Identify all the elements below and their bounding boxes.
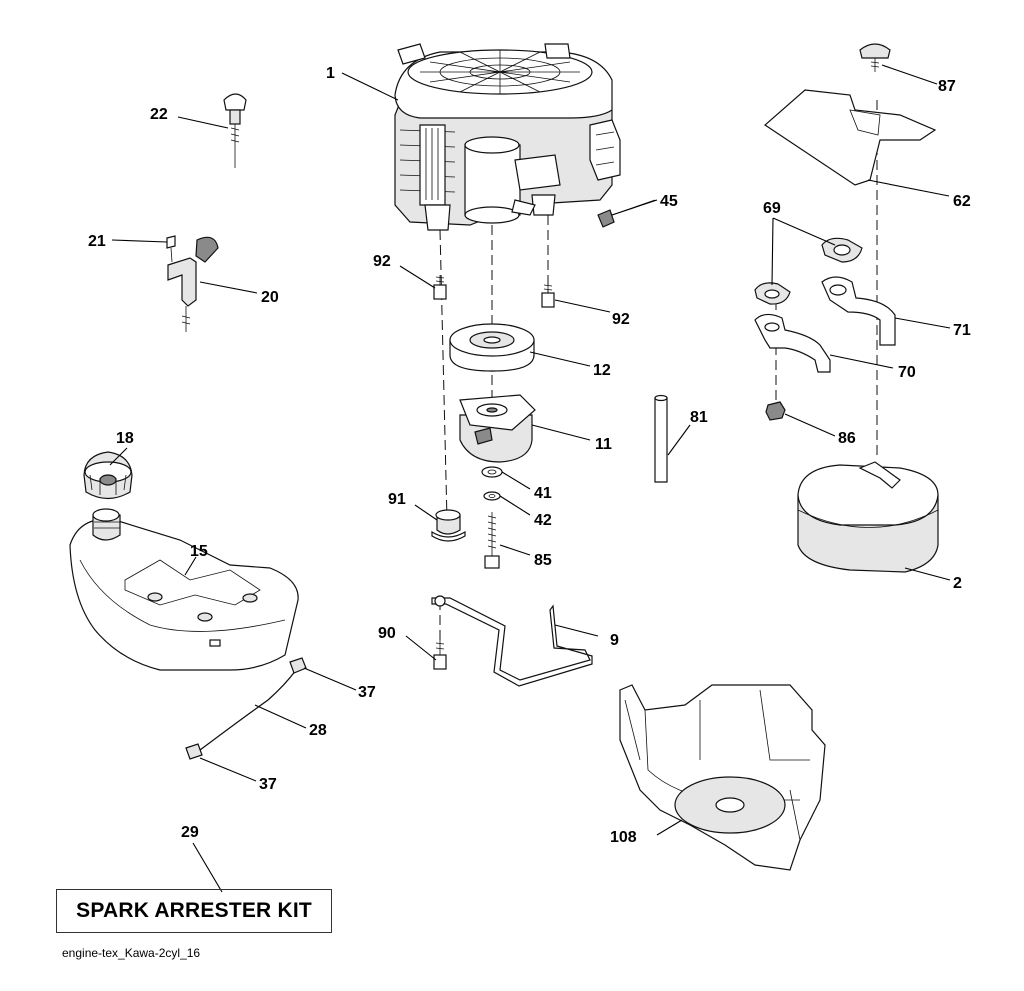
bolt-part [433, 640, 447, 670]
hose-clamp-part [289, 657, 307, 674]
muffler-part [797, 461, 939, 573]
callout-92-right: 92 [612, 311, 630, 328]
gasket-part [754, 282, 791, 305]
callout-37-top: 37 [358, 684, 376, 701]
spacer-part [431, 509, 466, 542]
callout-42: 42 [534, 512, 552, 529]
washer-part [483, 491, 501, 501]
bolt-part [541, 283, 555, 308]
tube-part [654, 394, 668, 483]
callout-41: 41 [534, 485, 552, 502]
callout-69: 69 [763, 200, 781, 217]
hose-clamp-part [185, 743, 203, 760]
callout-81: 81 [690, 409, 708, 426]
callout-92-left: 92 [373, 253, 391, 270]
callout-70: 70 [898, 364, 916, 381]
callout-20: 20 [261, 289, 279, 306]
callout-12: 12 [593, 362, 611, 379]
callout-85: 85 [534, 552, 552, 569]
callout-9: 9 [610, 632, 619, 649]
fuel-cap-part [83, 451, 133, 500]
callout-45: 45 [660, 193, 678, 210]
callout-29: 29 [181, 824, 199, 841]
callout-22: 22 [150, 106, 168, 123]
callout-28: 28 [309, 722, 327, 739]
callout-108: 108 [610, 829, 637, 846]
fuel-tank-part [69, 518, 299, 671]
heat-shield-part [764, 89, 937, 186]
dipstick-part [223, 93, 247, 168]
callout-87: 87 [938, 78, 956, 95]
engine-assembly [394, 43, 621, 231]
spark-arrester-kit-label: SPARK ARRESTER KIT [56, 889, 332, 933]
callout-11: 11 [595, 436, 612, 453]
callout-1: 1 [326, 65, 335, 82]
callout-21: 21 [88, 233, 106, 250]
clutch-part [459, 394, 536, 463]
bolt-part [484, 512, 500, 569]
knob-part [859, 43, 891, 72]
engine-shroud-part [619, 684, 826, 871]
callout-15: 15 [190, 543, 208, 560]
exhaust-pipe-part [821, 276, 896, 346]
exhaust-pipe-part [754, 313, 831, 373]
callout-71: 71 [953, 322, 971, 339]
callout-86: 86 [838, 430, 856, 447]
throttle-bracket-part [166, 235, 219, 332]
callout-62: 62 [953, 193, 971, 210]
nut-part [765, 401, 786, 421]
rod-part [431, 595, 593, 687]
callout-37-bottom: 37 [259, 776, 277, 793]
bolt-part [433, 275, 447, 300]
fuel-neck-part [92, 508, 121, 541]
pulley-part [449, 323, 535, 372]
callout-91: 91 [388, 491, 406, 508]
file-name-caption: engine-tex_Kawa-2cyl_16 [62, 946, 201, 960]
callout-90: 90 [378, 625, 396, 642]
callout-2: 2 [953, 575, 962, 592]
washer-part [481, 466, 503, 478]
callout-18: 18 [116, 430, 134, 447]
fuel-hose-part [199, 669, 297, 751]
